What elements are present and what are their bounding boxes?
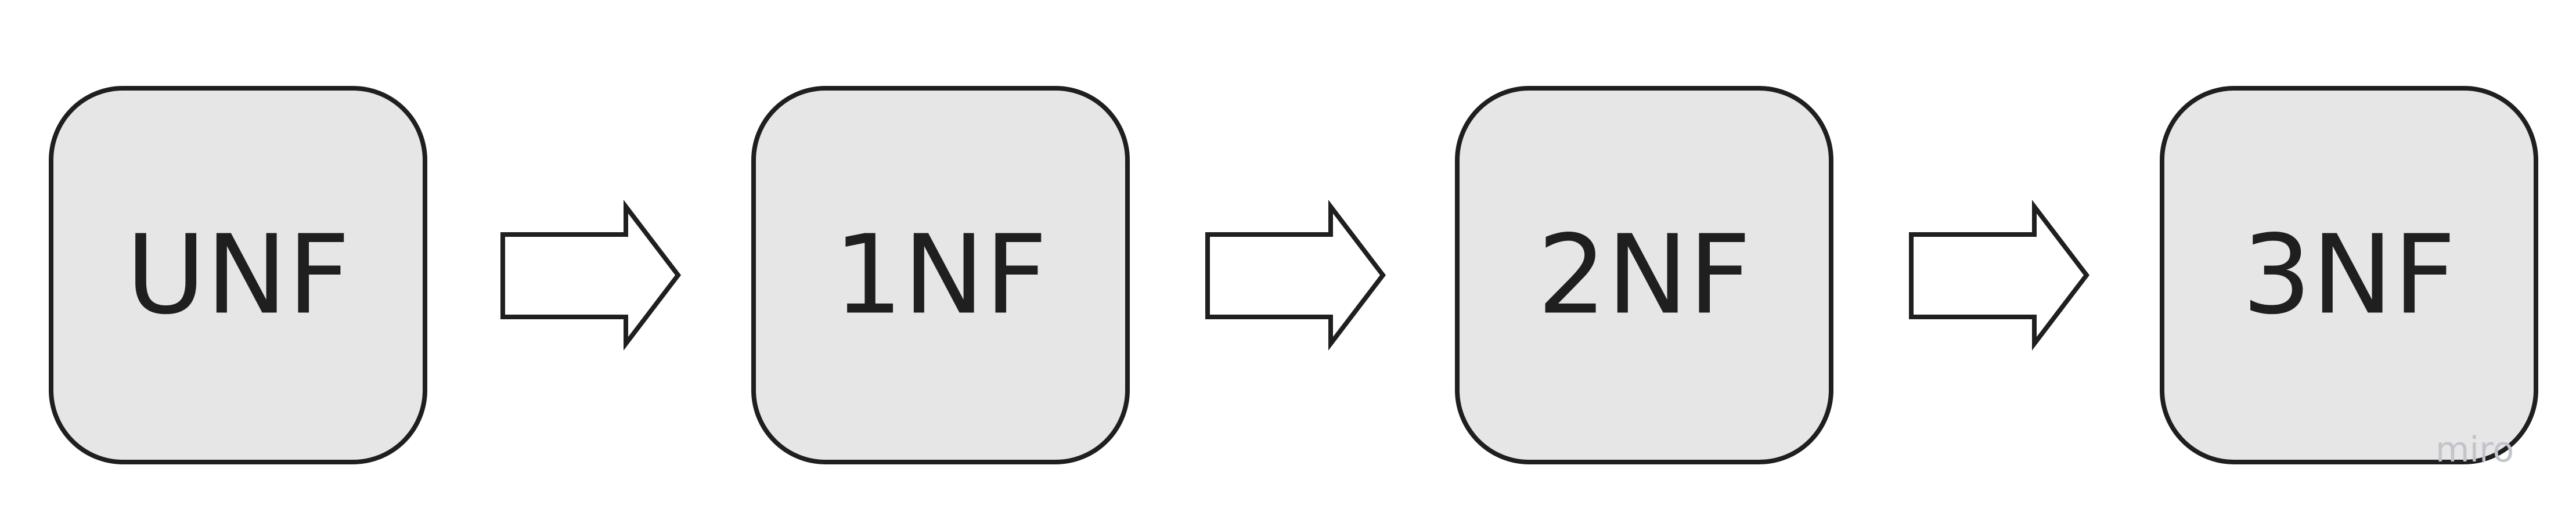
stage-label: 1NF bbox=[834, 212, 1047, 339]
stage-unf[interactable]: UNF bbox=[49, 86, 427, 464]
stage-2nf[interactable]: 2NF bbox=[1455, 86, 1833, 464]
flow-arrow bbox=[500, 200, 682, 351]
miro-watermark: miro bbox=[2436, 430, 2514, 470]
stage-box bbox=[751, 86, 1130, 464]
stage-3nf[interactable]: 3NF bbox=[2160, 86, 2538, 464]
stage-box bbox=[2160, 86, 2538, 464]
stage-label: 2NF bbox=[1537, 212, 1751, 339]
stage-1nf[interactable]: 1NF bbox=[751, 86, 1130, 464]
stage-box bbox=[1455, 86, 1833, 464]
stage-box bbox=[49, 86, 427, 464]
stage-label: UNF bbox=[126, 212, 350, 339]
flow-arrow bbox=[1909, 200, 2090, 351]
stage-label: 3NF bbox=[2242, 212, 2456, 339]
flow-arrow bbox=[1205, 200, 1386, 351]
